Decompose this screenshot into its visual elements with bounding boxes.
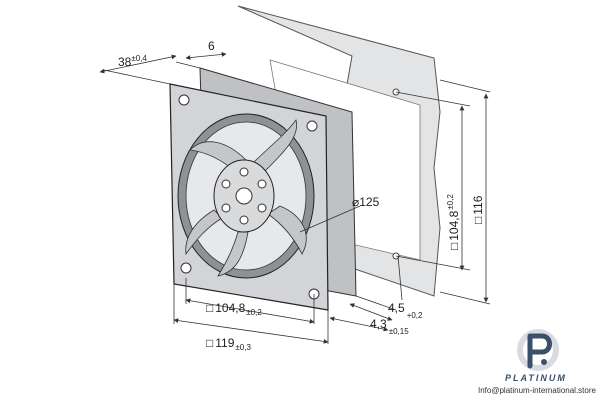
frame-corner-hole [306, 120, 318, 132]
frame-corner-hole [178, 94, 190, 106]
dimension-lines [99, 52, 491, 344]
body-front-label: □119±0,3 [206, 336, 251, 352]
flange-label: 6 [208, 39, 215, 53]
frame-corner-hole [180, 262, 192, 274]
depth-label: 38±0,4 [118, 54, 147, 69]
brand-contact: Info@platinum-international.store [478, 386, 597, 395]
hole-pitch-front-label: □104,8±0,2 [206, 301, 262, 317]
dimension-labels: 38±0,4 6 ⌀125 □104,8±0,2 □119±0,3 4,5+0,… [118, 39, 485, 352]
cutout-side-label: □116 [471, 195, 485, 224]
panel-mounting-hole [392, 252, 400, 260]
brand-name: PLATINUM [505, 373, 567, 383]
diameter-label: ⌀125 [352, 195, 380, 209]
fan-rotor [185, 119, 307, 277]
brand-logo: PLATINUM Info@platinum-international.sto… [478, 329, 597, 395]
hole-offset-label: 4,3±0,15 [370, 317, 409, 336]
hole-pitch-side-label: □104,8±0,2 [446, 194, 461, 250]
hole-diameter-label: 4,5+0,2 [388, 301, 423, 320]
hub-center [235, 187, 253, 205]
